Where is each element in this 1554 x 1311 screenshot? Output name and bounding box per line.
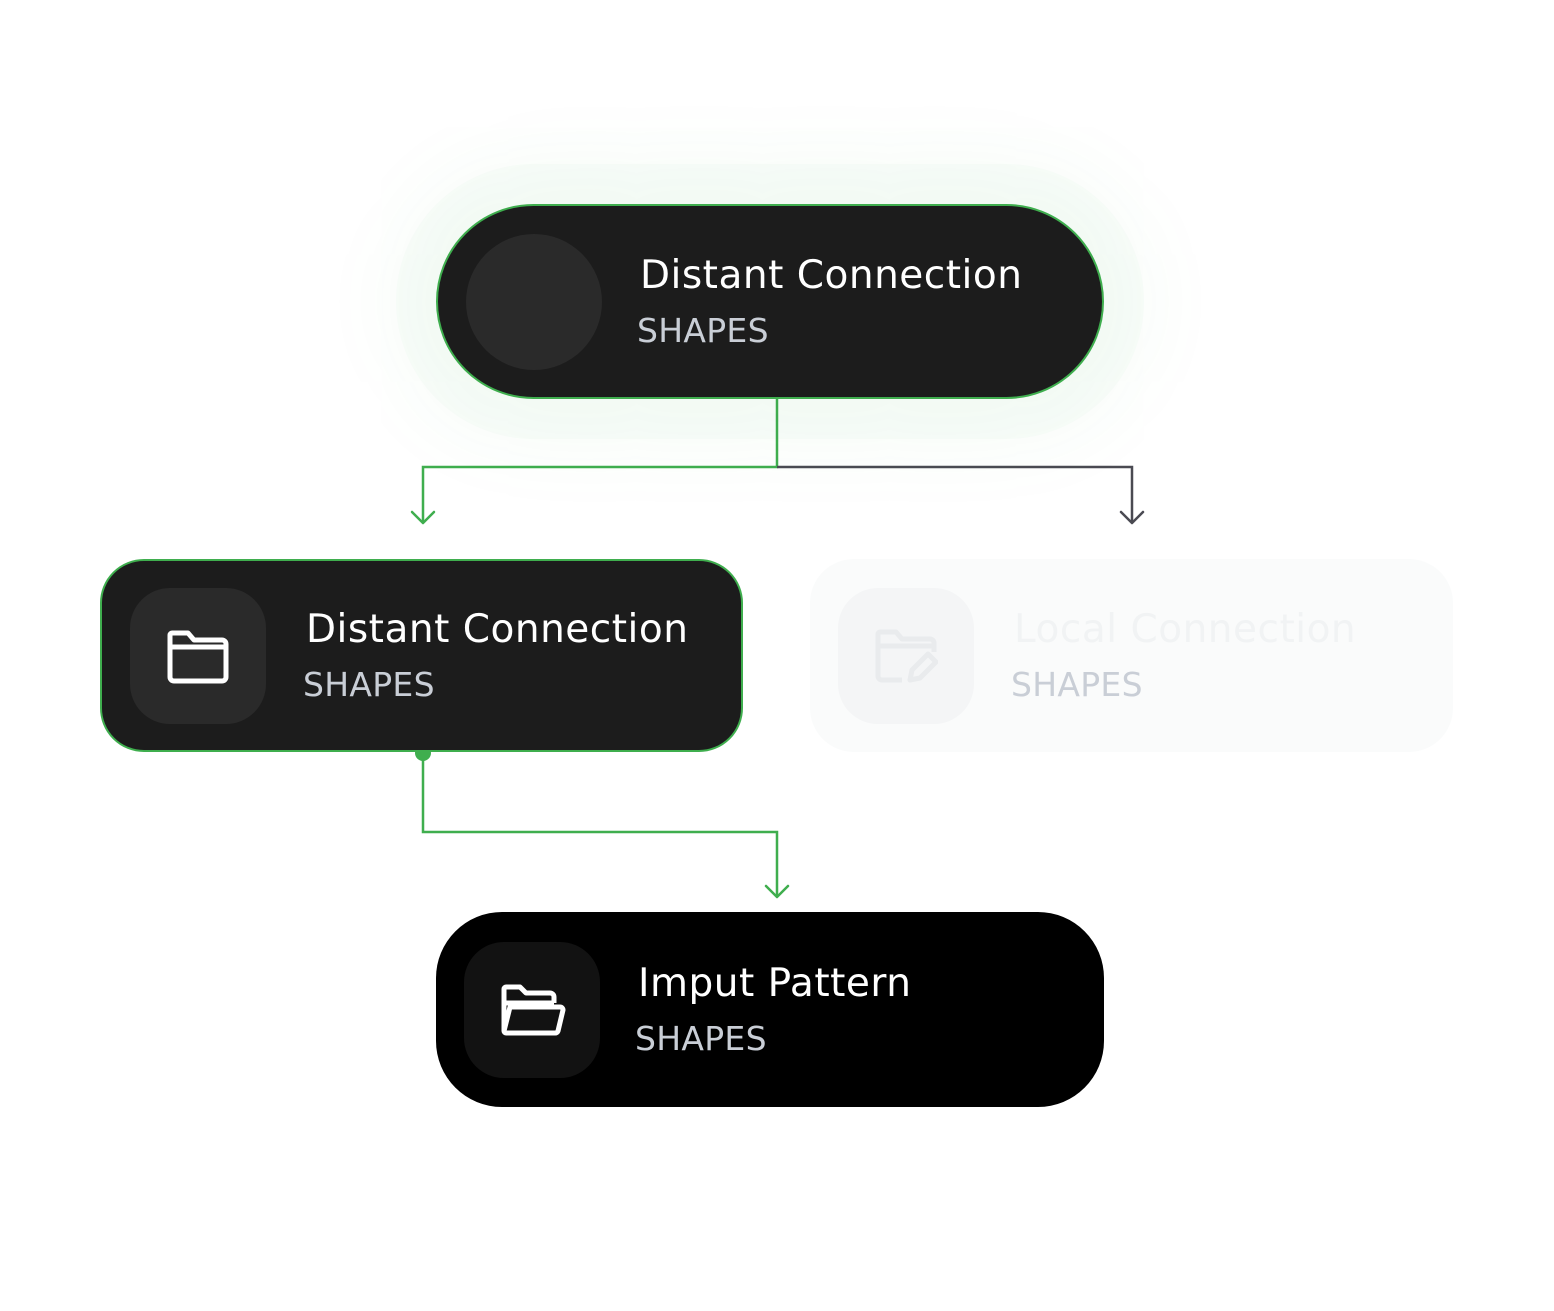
node-root[interactable]: Distant Connection SHAPES	[436, 204, 1104, 399]
node-subtitle: SHAPES	[303, 664, 435, 704]
folder-open-icon	[501, 984, 566, 1035]
node-subtitle: SHAPES	[635, 1018, 767, 1058]
node-icon-tile	[130, 587, 266, 724]
node-title: Local Connection	[1014, 606, 1357, 652]
folder-edit-icon	[875, 629, 938, 682]
arrowhead-left	[410, 510, 436, 525]
node-title: Imput Pattern	[638, 960, 912, 1006]
node-left[interactable]: Distant Connection SHAPES	[100, 559, 743, 752]
edge-root-right	[777, 465, 1134, 522]
node-right[interactable]: Local Connection SHAPES	[810, 559, 1453, 752]
node-title: Distant Connection	[306, 606, 689, 652]
arrowhead-right	[1119, 510, 1145, 525]
folder-icon	[167, 630, 229, 683]
arrowhead-bottom	[764, 884, 790, 899]
node-subtitle: SHAPES	[1011, 664, 1143, 704]
node-icon-placeholder	[466, 233, 602, 370]
edge-root-left	[421, 398, 779, 522]
edge-left-bottom	[421, 752, 779, 896]
node-icon-tile	[838, 587, 974, 724]
node-subtitle: SHAPES	[637, 310, 769, 350]
node-title: Distant Connection	[640, 252, 1023, 298]
node-bottom[interactable]: Imput Pattern SHAPES	[436, 912, 1104, 1107]
node-icon-tile	[464, 941, 600, 1078]
